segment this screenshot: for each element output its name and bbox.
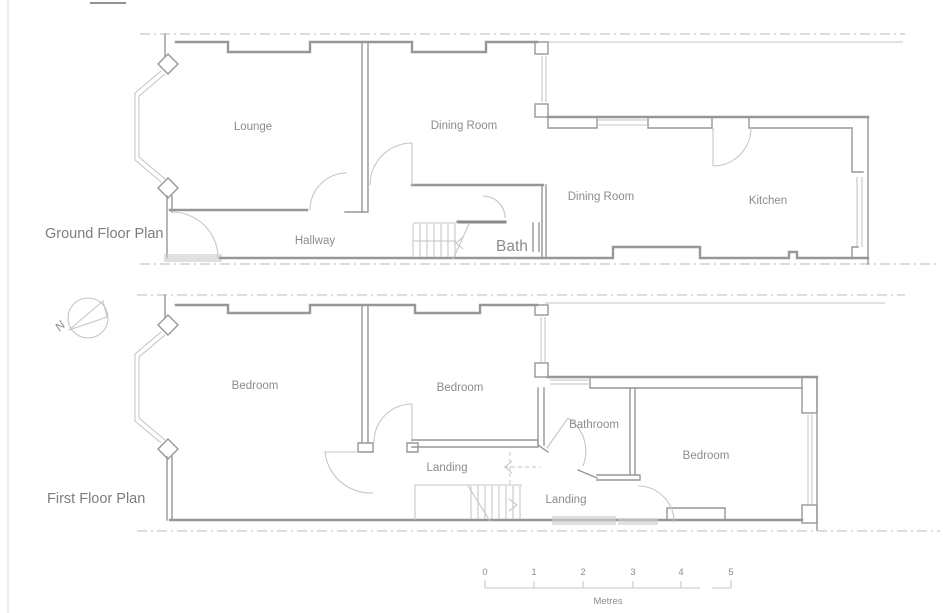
- room-label-lounge: Lounge: [234, 121, 272, 133]
- room-label-hallway: Hallway: [295, 235, 336, 247]
- scale-tick-4: 4: [678, 567, 683, 578]
- north-arrow-icon: N: [52, 297, 109, 339]
- room-label-bedroom-front: Bedroom: [232, 380, 279, 392]
- front-door-swing: [171, 211, 219, 259]
- scale-tick-0: 0: [482, 567, 487, 578]
- scale-bar: 0 1 2 3 4 5 Metres: [482, 567, 733, 607]
- first-floor-walls: [134, 294, 819, 531]
- bay-corner-post: [157, 314, 179, 336]
- bay-corner-post: [157, 177, 179, 199]
- bay-window-glazing: [138, 334, 166, 441]
- bedroom-window: [807, 415, 813, 505]
- threshold-hatch: [164, 254, 222, 262]
- ground-floor-plan: Lounge Dining Room Dining Room Kitchen H…: [45, 33, 940, 265]
- bay-corner-post: [157, 438, 179, 460]
- room-label-bedroom-rear: Bedroom: [683, 450, 730, 462]
- room-label-dining-front: Dining Room: [431, 120, 497, 132]
- bay-corner-post: [157, 53, 179, 75]
- room-label-bathroom: Bathroom: [569, 419, 619, 431]
- ground-floor-stairs: [412, 222, 470, 260]
- room-label-bath: Bath: [496, 238, 528, 255]
- bedroom-door-swing: [373, 403, 413, 444]
- stair-direction-arrow: [455, 236, 464, 250]
- stair-break-line: [452, 223, 470, 260]
- ground-floor-walls: [134, 33, 870, 265]
- bathroom-door-swing: [567, 417, 587, 467]
- first-floor-stairs: [414, 452, 540, 522]
- scale-tick-2: 2: [580, 567, 585, 578]
- first-floor-title: First Floor Plan: [47, 491, 145, 507]
- stair-direction-arrow: [508, 498, 518, 512]
- bay-window-glazing: [134, 70, 162, 183]
- room-label-landing-lower: Landing: [546, 494, 587, 506]
- rear-door-swing: [712, 127, 752, 167]
- lounge-door-swing: [309, 172, 348, 211]
- stair-direction-arrow: [504, 460, 513, 474]
- north-label: N: [52, 318, 68, 334]
- bedroom-door-swing: [637, 485, 675, 523]
- room-label-landing-upper: Landing: [427, 462, 468, 474]
- wall-hatch: [618, 518, 658, 525]
- scale-unit-label: Metres: [593, 596, 622, 607]
- room-label-kitchen: Kitchen: [749, 195, 787, 207]
- stair-break-line: [467, 485, 491, 522]
- ground-floor-title: Ground Floor Plan: [45, 226, 163, 242]
- bay-window-glazing: [134, 331, 162, 444]
- window: [597, 119, 648, 126]
- wall-hatch: [552, 516, 616, 525]
- dining-door-swing: [369, 142, 413, 186]
- room-label-dining-rear: Dining Room: [568, 191, 634, 203]
- kitchen-window: [856, 177, 863, 247]
- scale-tick-1: 1: [531, 567, 536, 578]
- scale-tick-3: 3: [630, 567, 635, 578]
- room-label-bedroom-middle: Bedroom: [437, 382, 484, 394]
- first-floor-plan: Bedroom Bedroom Bathroom Bedroom Landing…: [47, 294, 940, 532]
- scale-tick-5: 5: [728, 567, 733, 578]
- door-leaf: [546, 417, 569, 449]
- window: [541, 56, 547, 102]
- window: [550, 379, 590, 385]
- bedroom-door-swing: [324, 451, 374, 494]
- bath-door-swing: [482, 195, 506, 219]
- bay-window-glazing: [138, 73, 166, 180]
- window: [540, 317, 546, 362]
